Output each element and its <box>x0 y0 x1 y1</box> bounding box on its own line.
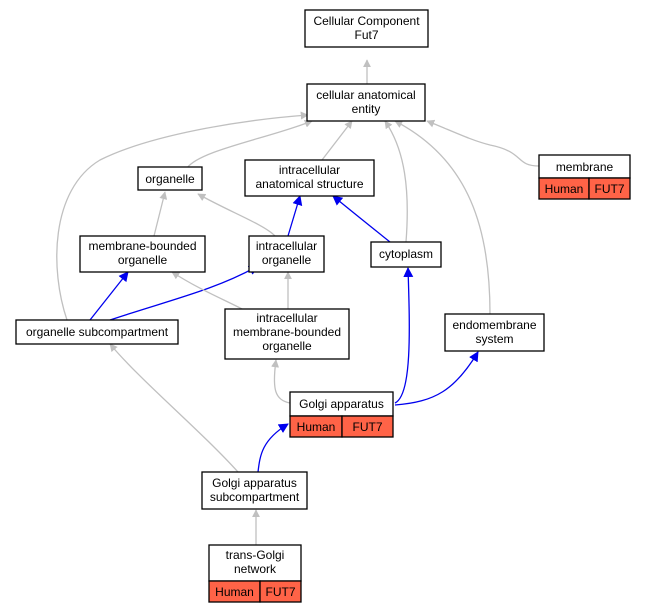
node-label-line: cytoplasm <box>379 247 433 261</box>
node-label-line: anatomical structure <box>255 177 363 191</box>
annotation-species-label: Human <box>545 182 584 196</box>
edge-organelle-subcompartment-to-membrane-bounded-organelle <box>89 271 129 321</box>
node-label-line: organelle <box>145 172 195 186</box>
node-cytoplasm[interactable]: cytoplasm <box>370 241 442 268</box>
node-label-line: membrane-bounded <box>233 325 341 339</box>
node-label-line: membrane-bounded <box>88 239 196 253</box>
edge-endomembrane-system-to-cellular-anatomical-entity <box>394 120 491 315</box>
edge-golgi-apparatus-subcompartment-to-golgi-apparatus <box>257 423 289 473</box>
node-membrane[interactable]: membrane Human FUT7 <box>538 154 631 200</box>
node-golgi-apparatus-subcompartment[interactable]: Golgi apparatus subcompartment <box>201 471 308 510</box>
node-label-line: organelle <box>262 339 312 353</box>
annotation-species-label: Human <box>297 420 336 434</box>
edge-organelle-to-cellular-anatomical-entity <box>186 119 313 169</box>
node-label-line: membrane <box>556 160 614 174</box>
edge-membrane-bounded-organelle-to-organelle <box>153 191 168 237</box>
node-organelle[interactable]: organelle <box>137 166 203 191</box>
edge-cytoplasm-to-intracellular-anatomical-structure <box>332 195 391 243</box>
node-label-line: Golgi apparatus <box>212 476 297 490</box>
node-label-line: intracellular <box>256 239 317 253</box>
annotation-gene-label: FUT7 <box>595 182 625 196</box>
edge-cytoplasm-to-cellular-anatomical-entity <box>384 120 408 243</box>
edge-organelle-subcompartment-to-intracellular-organelle <box>109 265 259 321</box>
node-label-line: organelle <box>118 253 168 267</box>
node-label-line: system <box>475 332 513 346</box>
node-intracellular-organelle[interactable]: intracellular organelle <box>248 235 325 273</box>
node-label-line: entity <box>352 102 381 116</box>
edge-golgi-apparatus-to-cytoplasm <box>394 267 414 404</box>
node-label-line: Fut7 <box>354 28 378 42</box>
edge-intracellular-organelle-to-intracellular-anatomical-structure <box>287 195 303 237</box>
edge-golgi-apparatus-subcompartment-to-organelle-subcompartment <box>109 343 239 473</box>
node-intracellular-anatomical-structure[interactable]: intracellular anatomical structure <box>244 159 375 197</box>
edge-golgi-apparatus-to-intracellular-membrane-bounded-organelle <box>271 359 291 404</box>
annotation-gene-label: FUT7 <box>353 420 383 434</box>
node-cellular-anatomical-entity[interactable]: cellular anatomical entity <box>306 83 426 122</box>
node-intracellular-membrane-bounded-organelle[interactable]: intracellular membrane-bounded organelle <box>224 308 350 360</box>
node-label-line: trans-Golgi <box>226 548 285 562</box>
node-label-line: endomembrane <box>452 318 536 332</box>
edge-intracellular-anatomical-structure-to-cellular-anatomical-entity <box>321 120 353 161</box>
node-label-line: intracellular <box>279 163 340 177</box>
edges <box>56 59 540 545</box>
node-organelle-subcompartment[interactable]: organelle subcompartment <box>15 319 179 345</box>
node-golgi-apparatus[interactable]: Golgi apparatus Human FUT7 <box>289 391 394 438</box>
edge-intracellular-organelle-to-organelle <box>197 193 276 237</box>
node-label-line: Cellular Component <box>313 14 420 28</box>
edge-intracellular-membrane-bounded-organelle-to-membrane-bounded-organelle <box>171 271 243 310</box>
node-label-line: cellular anatomical <box>316 88 415 102</box>
edge-golgi-apparatus-to-endomembrane-system <box>394 351 479 406</box>
node-label-line: subcompartment <box>210 490 300 504</box>
nodes: Cellular Component Fut7 cellular anatomi… <box>15 9 631 603</box>
annotation-species-label: Human <box>215 585 254 599</box>
node-label-line: organelle <box>262 253 312 267</box>
edge-organelle-subcompartment-to-cellular-anatomical-entity <box>56 111 309 321</box>
node-label-line: intracellular <box>256 311 317 325</box>
edge-membrane-to-cellular-anatomical-entity <box>426 119 540 167</box>
node-label-line: Golgi apparatus <box>299 397 384 411</box>
node-label-line: network <box>234 562 277 576</box>
node-endomembrane-system[interactable]: endomembrane system <box>444 313 545 352</box>
node-trans-golgi-network[interactable]: trans-Golgi network Human FUT7 <box>208 544 302 603</box>
node-membrane-bounded-organelle[interactable]: membrane-bounded organelle <box>79 235 206 273</box>
node-label-line: organelle subcompartment <box>26 325 169 339</box>
annotation-gene-label: FUT7 <box>266 585 296 599</box>
node-cellular-component-fut7[interactable]: Cellular Component Fut7 <box>304 9 429 48</box>
